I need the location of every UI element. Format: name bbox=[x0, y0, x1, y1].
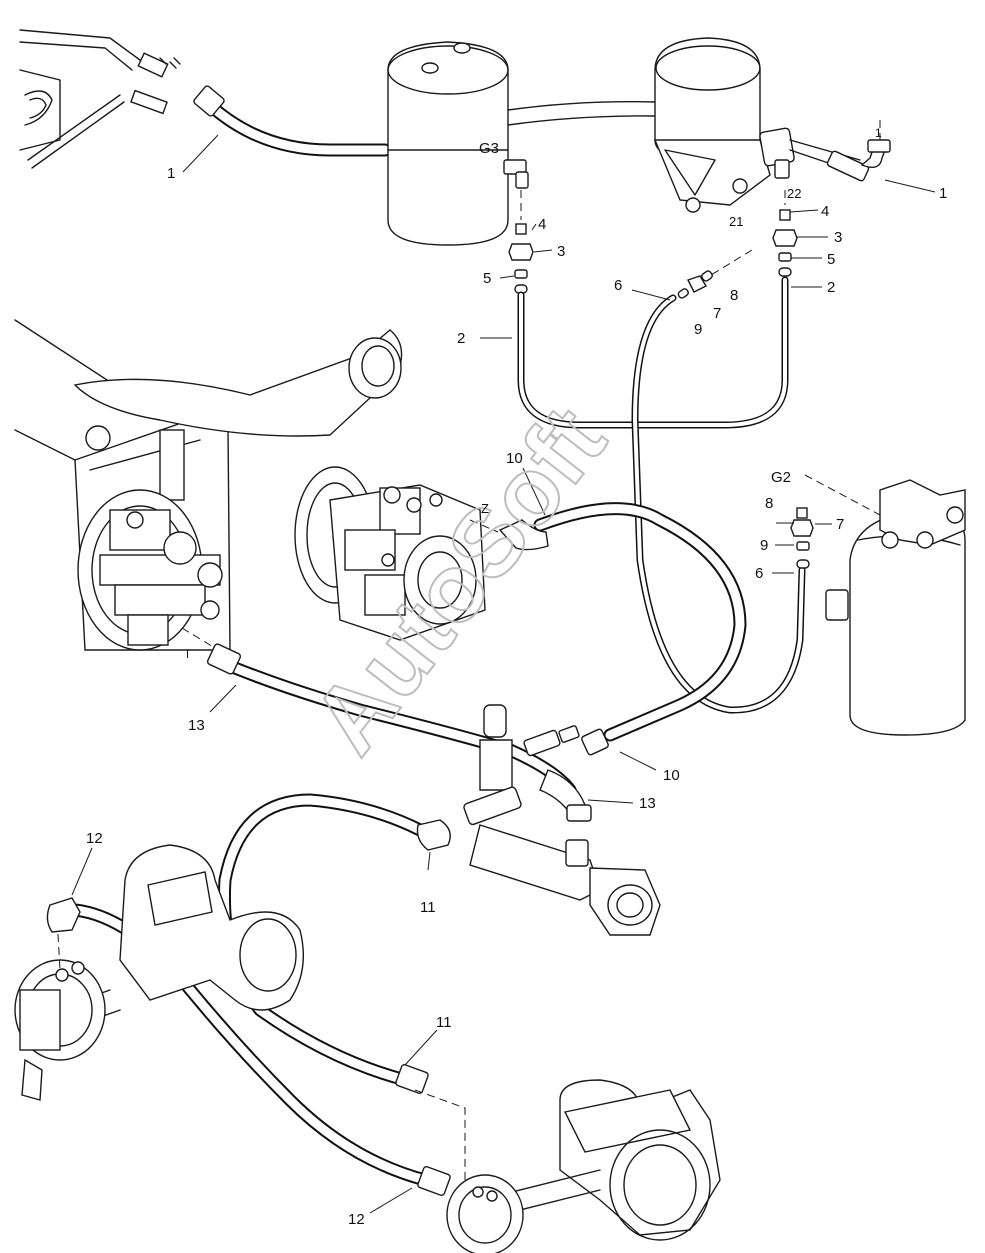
rear-axle bbox=[446, 1079, 721, 1253]
air-reservoir-g2 bbox=[804, 474, 966, 736]
callout-3: 3 bbox=[834, 229, 842, 246]
callout-21: 21 bbox=[729, 214, 743, 229]
exhaust-pipe bbox=[73, 329, 403, 437]
callout-labels: 1 1 1 G3 4 3 5 2 6 8 7 9 22 21 4 3 5 2 G… bbox=[86, 126, 947, 1228]
callout-i: I bbox=[186, 649, 189, 661]
hose-11 bbox=[217, 793, 451, 1094]
callout-5: 5 bbox=[483, 270, 491, 287]
callout-7: 7 bbox=[836, 516, 844, 533]
callout-11: 11 bbox=[420, 899, 436, 916]
hydraulic-pump bbox=[294, 466, 486, 641]
callout-6: 6 bbox=[614, 277, 622, 294]
hose-13 bbox=[206, 643, 592, 822]
callout-10: 10 bbox=[506, 450, 523, 467]
transmission-valve-block bbox=[77, 489, 223, 651]
left-frame-rail bbox=[19, 29, 141, 169]
callout-1: 1 bbox=[939, 185, 947, 202]
callout-2: 2 bbox=[457, 330, 465, 347]
callout-4: 4 bbox=[538, 216, 546, 233]
callout-13: 13 bbox=[188, 717, 205, 734]
callout-1: 1 bbox=[167, 165, 175, 182]
left-pipe-fittings bbox=[130, 52, 181, 115]
callout-11: 11 bbox=[436, 1014, 452, 1031]
fitting-stack-middle bbox=[677, 249, 753, 299]
tube-6-loop bbox=[631, 294, 806, 714]
callout-5: 5 bbox=[827, 251, 835, 268]
callout-9: 9 bbox=[694, 321, 702, 338]
callout-4: 4 bbox=[821, 203, 829, 220]
fitting-stack-g2 bbox=[790, 507, 814, 569]
air-reservoir-g3 bbox=[387, 41, 656, 246]
callout-8: 8 bbox=[765, 495, 773, 512]
callout-13: 13 bbox=[639, 795, 656, 812]
brake-valve-assembly bbox=[463, 704, 580, 826]
hose-10 bbox=[498, 502, 747, 756]
brake-cylinder bbox=[469, 824, 661, 936]
callout-1: 1 bbox=[875, 126, 882, 140]
callout-9: 9 bbox=[760, 537, 768, 554]
callout-g2: G2 bbox=[771, 469, 791, 486]
callout-7: 7 bbox=[713, 305, 721, 322]
callout-3: 3 bbox=[557, 243, 565, 260]
air-dryer bbox=[653, 37, 861, 213]
callout-z: Z bbox=[481, 501, 489, 516]
hose-1-left bbox=[193, 85, 392, 157]
fitting-stack-left bbox=[508, 190, 534, 294]
fitting-stack-right bbox=[772, 190, 798, 277]
tube-2-loop bbox=[517, 276, 789, 429]
hose-1-right-elbow bbox=[826, 120, 891, 182]
callout-2: 2 bbox=[827, 279, 835, 296]
callout-10: 10 bbox=[663, 767, 680, 784]
leader-lines bbox=[71, 134, 936, 1214]
callout-22: 22 bbox=[787, 186, 801, 201]
front-axle bbox=[14, 844, 305, 1101]
dashed-leaders bbox=[57, 519, 499, 1180]
callout-g3: G3 bbox=[479, 140, 499, 157]
callout-8: 8 bbox=[730, 287, 738, 304]
g3-elbow-fitting bbox=[503, 159, 529, 189]
callout-12: 12 bbox=[348, 1211, 365, 1228]
callout-12: 12 bbox=[86, 830, 103, 847]
callout-6: 6 bbox=[755, 565, 763, 582]
